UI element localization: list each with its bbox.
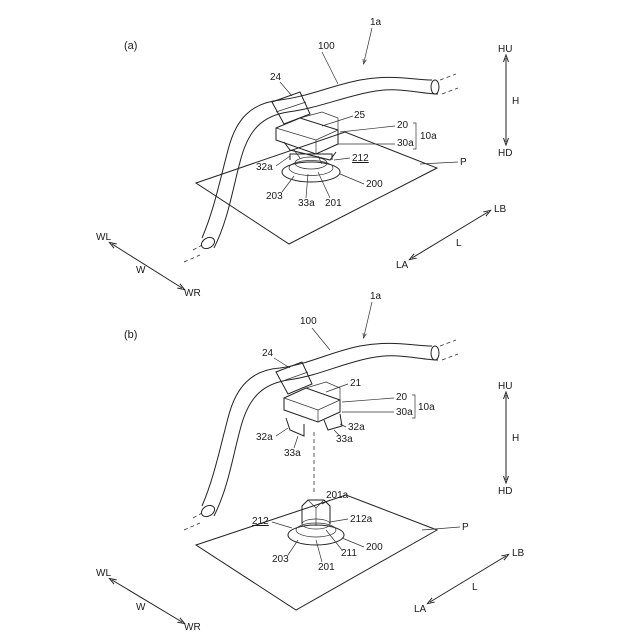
label-a-P: P	[460, 157, 467, 168]
label-a-33a: 33a	[298, 198, 315, 209]
wire-100-b	[184, 340, 458, 530]
dir-b-LB: LB	[512, 548, 525, 559]
label-a-1a: 1a	[370, 17, 382, 28]
dir-b-WL: WL	[96, 568, 111, 579]
dir-b-H: H	[512, 433, 519, 444]
dir-a-WL: WL	[96, 232, 111, 243]
label-a-100: 100	[318, 41, 335, 52]
figure-b: (b)	[96, 291, 525, 633]
dir-a-WR: WR	[184, 288, 201, 299]
label-b-201: 201	[318, 562, 335, 573]
label-b-212: 212	[252, 516, 269, 527]
label-b-30a: 30a	[396, 407, 413, 418]
label-b-24: 24	[262, 348, 274, 359]
label-b-21: 21	[350, 378, 362, 389]
label-b-P: P	[462, 522, 469, 533]
figure-a: (a)	[96, 17, 519, 299]
plate-b	[196, 495, 437, 610]
label-b-33a-right: 33a	[336, 434, 353, 445]
label-a-25: 25	[354, 110, 366, 121]
label-b-1a: 1a	[370, 291, 382, 302]
dir-b-LA: LA	[414, 604, 427, 615]
dir-b-WR: WR	[184, 622, 201, 633]
dir-a-LB: LB	[494, 204, 507, 215]
dir-a-LA: LA	[396, 260, 409, 271]
label-a-200: 200	[366, 179, 383, 190]
label-a-10a: 10a	[420, 131, 437, 142]
connector-b	[284, 382, 342, 436]
label-b-32a-left: 32a	[256, 432, 273, 443]
label-a-24: 24	[270, 72, 282, 83]
label-a-20: 20	[397, 120, 409, 131]
dir-b-L: L	[472, 582, 478, 593]
dir-a-H: H	[512, 96, 519, 107]
label-a-30a: 30a	[397, 138, 414, 149]
label-b-20: 20	[396, 392, 408, 403]
figure-b-label: (b)	[124, 329, 137, 341]
label-b-33a-left: 33a	[284, 448, 301, 459]
label-b-100: 100	[300, 316, 317, 327]
dir-a-HU: HU	[498, 44, 512, 55]
label-b-201a: 201a	[326, 490, 349, 501]
figure-a-label: (a)	[124, 40, 137, 52]
label-a-32a: 32a	[256, 162, 273, 173]
label-a-212: 212	[352, 153, 369, 164]
band-24-b	[276, 362, 312, 394]
dir-b-W: W	[136, 602, 146, 613]
label-b-10a: 10a	[418, 402, 435, 413]
label-b-203: 203	[272, 554, 289, 565]
label-a-203: 203	[266, 191, 283, 202]
dir-a-L: L	[456, 238, 462, 249]
label-b-212a: 212a	[350, 514, 373, 525]
label-b-211: 211	[341, 548, 357, 559]
label-a-201: 201	[325, 198, 342, 209]
dir-a-HD: HD	[498, 148, 512, 159]
dir-b-HU: HU	[498, 381, 512, 392]
label-b-200: 200	[366, 542, 383, 553]
label-b-32a-right: 32a	[348, 422, 365, 433]
dir-b-HD: HD	[498, 486, 512, 497]
dir-a-W: W	[136, 265, 146, 276]
